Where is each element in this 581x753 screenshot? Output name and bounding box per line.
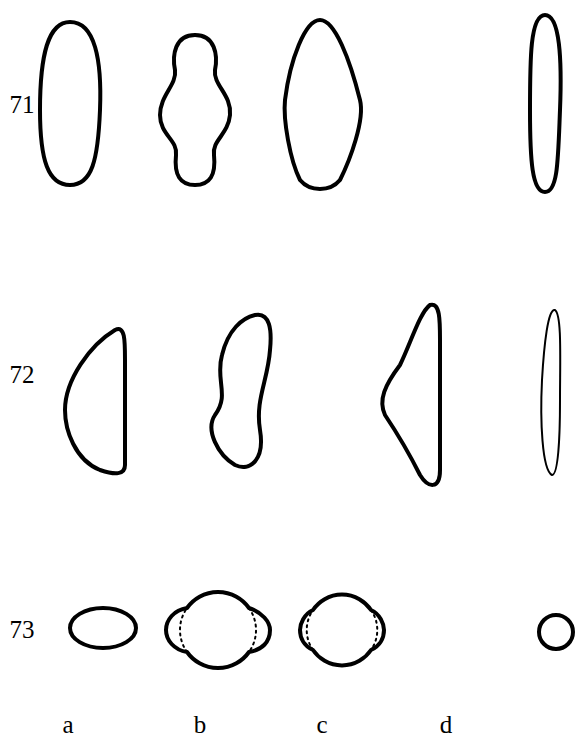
column-letter: a [62, 712, 73, 737]
section-outline [160, 35, 230, 185]
section-outline [40, 22, 100, 185]
inner-dotted-line [180, 608, 187, 652]
column-letter: c [316, 712, 327, 737]
section-outline [530, 15, 561, 192]
row-number: 72 [10, 362, 35, 387]
inner-dotted-line [249, 608, 256, 652]
row-number: 71 [10, 92, 35, 117]
column-letter: b [194, 712, 207, 737]
section-outline [65, 329, 125, 473]
section-outline [212, 315, 271, 467]
section-outline [541, 310, 560, 475]
column-letter: d [440, 712, 453, 737]
inner-dotted-line [371, 610, 377, 650]
section-outline [285, 20, 361, 189]
section-outline [70, 608, 136, 648]
section-outline [300, 595, 384, 666]
inner-dotted-line [307, 610, 313, 650]
row-number: 73 [10, 617, 35, 642]
section-outline [382, 305, 440, 485]
section-outline [166, 592, 270, 668]
section-outline [539, 615, 573, 649]
